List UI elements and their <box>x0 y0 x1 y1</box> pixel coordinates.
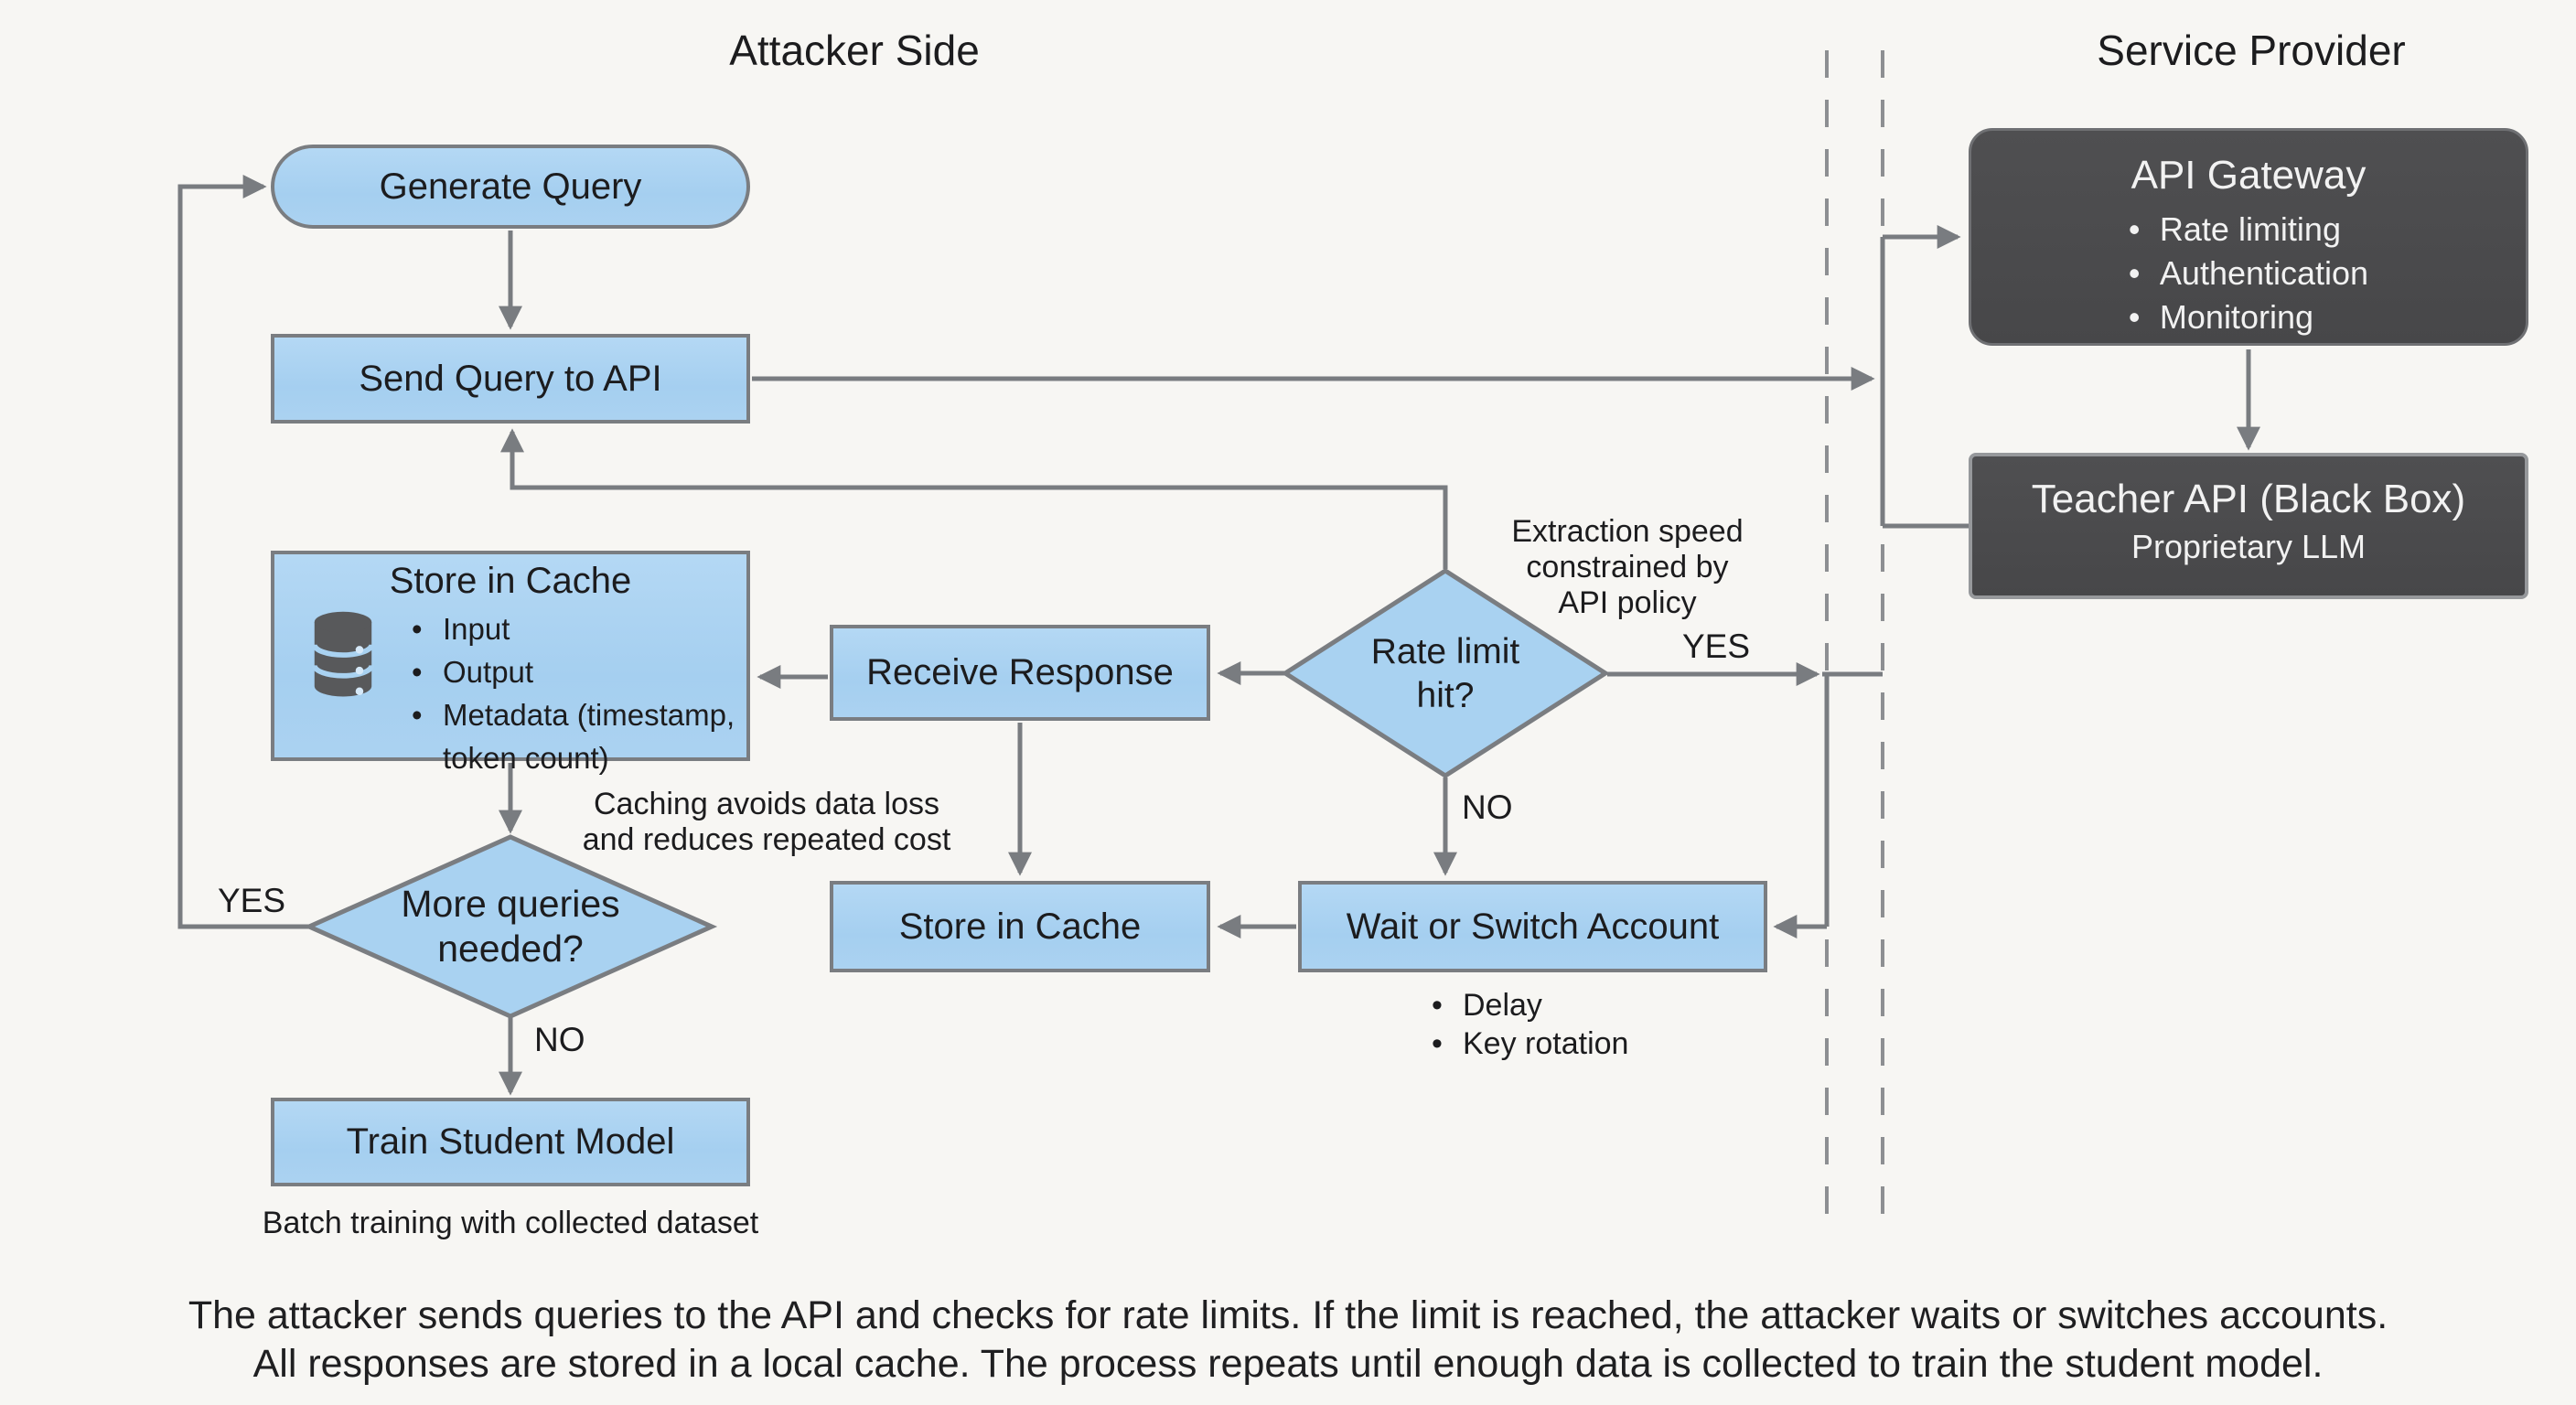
more-queries-decision-label: More queries needed? <box>401 883 620 970</box>
api-gateway-bullet-list: Rate limiting Authentication Monitoring <box>2129 208 2368 339</box>
cache-bullet-metadata: Metadata (timestamp, token count) <box>443 698 735 775</box>
wait-or-switch-bullet-list: Delay Key rotation <box>1432 986 1816 1063</box>
receive-response-label: Receive Response <box>866 652 1174 692</box>
train-student-label: Train Student Model <box>346 1121 675 1162</box>
send-query-node: Send Query to API <box>271 334 750 424</box>
wait-bullet-key-rotation: Key rotation <box>1463 1026 1629 1061</box>
cache-bullet-output: Output <box>443 655 534 689</box>
store-in-cache-node: Store in Cache Input Output Metadata (ti… <box>271 551 750 775</box>
figure-caption: The attacker sends queries to the API an… <box>188 1293 2388 1386</box>
edge-ratelimit-to-send-loop <box>500 428 1448 569</box>
store-in-cache-small-label: Store in Cache <box>898 906 1142 947</box>
more-queries-diamond <box>303 834 718 1019</box>
wait-bullet-delay: Delay <box>1463 988 1542 1023</box>
edge-morequeries-yes-loop <box>177 175 309 929</box>
api-gateway-title: API Gateway <box>2131 153 2367 198</box>
wait-or-switch-node: Wait or Switch Account <box>1298 881 1767 972</box>
extraction-speed-annotation: Extraction speed constrained by API poli… <box>1511 514 1744 620</box>
database-icon <box>311 611 375 697</box>
gateway-bullet-monitoring: Monitoring <box>2159 298 2313 336</box>
api-gateway-node: API Gateway Rate limiting Authentication… <box>1969 128 2528 346</box>
receive-response-node: Receive Response <box>830 625 1210 721</box>
store-in-cache-small-node: Store in Cache <box>830 881 1210 972</box>
gateway-bullet-rate-limiting: Rate limiting <box>2159 210 2341 248</box>
send-query-label: Send Query to API <box>359 358 662 399</box>
generate-query-label: Generate Query <box>379 166 642 207</box>
connectors <box>177 175 2260 1096</box>
generate-query-node: Generate Query <box>271 145 750 229</box>
rate-limit-no-label: NO <box>1462 788 1513 826</box>
rate-limit-yes-label: YES <box>1681 627 1751 665</box>
rate-limit-diamond <box>1281 568 1610 778</box>
rate-limit-decision-label: Rate limit hit? <box>1370 632 1520 715</box>
more-queries-yes-label: YES <box>217 882 286 919</box>
lane-divider-dashed-lines <box>1825 50 1884 1226</box>
batch-training-note: Batch training with collected dataset <box>262 1206 759 1240</box>
provider-lane-title: Service Provider <box>2097 27 2406 74</box>
gateway-bullet-authentication: Authentication <box>2159 254 2369 292</box>
store-in-cache-title: Store in Cache <box>389 561 632 601</box>
teacher-api-title: Teacher API (Black Box) <box>2031 477 2466 521</box>
more-queries-no-label: NO <box>534 1021 585 1058</box>
wait-or-switch-label: Wait or Switch Account <box>1346 906 1720 947</box>
caching-annotation: Caching avoids data loss and reduces rep… <box>582 787 951 857</box>
teacher-api-subtitle: Proprietary LLM <box>2131 528 2367 565</box>
train-student-node: Train Student Model <box>271 1098 750 1186</box>
store-in-cache-bullet-list: Input Output Metadata (timestamp, token … <box>412 607 737 779</box>
cache-bullet-input: Input <box>443 612 510 646</box>
attacker-lane-title: Attacker Side <box>729 27 980 74</box>
teacher-api-node: Teacher API (Black Box) Proprietary LLM <box>1969 453 2528 599</box>
